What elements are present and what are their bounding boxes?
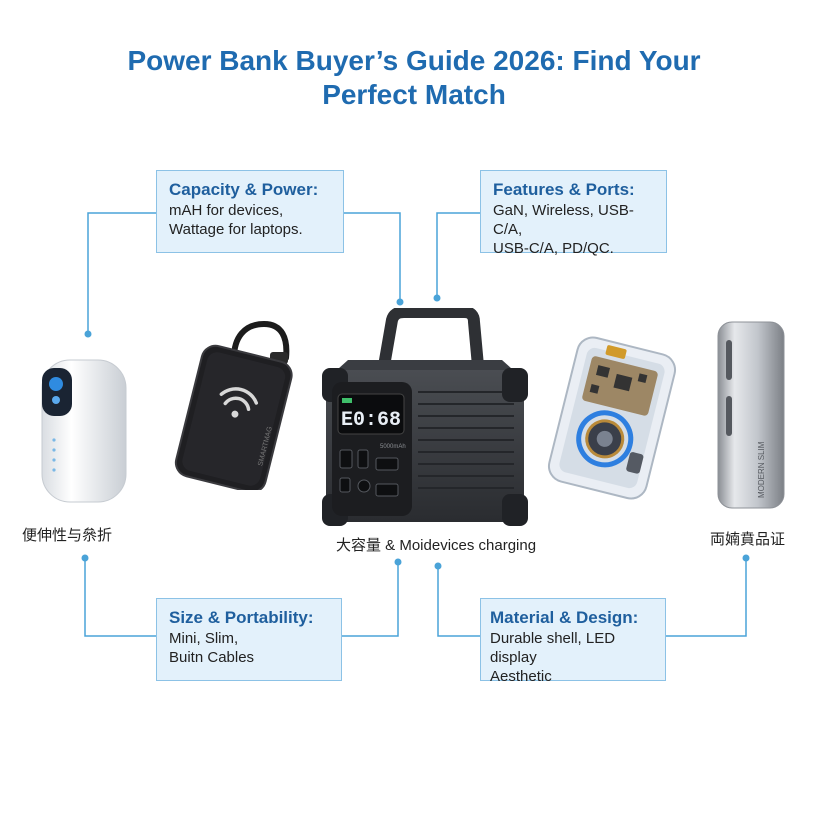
connector-dot bbox=[433, 294, 441, 302]
box-heading: Size & Portability: bbox=[169, 608, 314, 627]
slim-bank-text: MODERN SLIM bbox=[757, 441, 766, 498]
box-line: GaN, Wireless, USB-C/A, bbox=[493, 202, 634, 238]
caption-center: 大容量 & Moidevices charging bbox=[336, 537, 537, 554]
connector-features-center bbox=[436, 212, 484, 298]
box-line: Durable shell, LED display bbox=[490, 630, 616, 666]
connector-capacity-center bbox=[344, 212, 401, 302]
box-line: Aesthetic bbox=[490, 668, 552, 685]
capacity-power-box: Capacity & Power: mAH for devices, Watta… bbox=[156, 170, 344, 253]
material-design-box: Material & Design: Durable shell, LED di… bbox=[480, 598, 666, 685]
transparent-power-bank-icon bbox=[547, 336, 677, 500]
power-station-icon: E0:68 5000mAh bbox=[322, 308, 528, 526]
box-line: mAH for devices, bbox=[169, 202, 284, 219]
connector-dot bbox=[84, 330, 92, 338]
box-line: Wattage for laptops. bbox=[169, 221, 303, 238]
page-title: Power Bank Buyer’s Guide 2026: Find Your… bbox=[60, 44, 768, 112]
connector-dot bbox=[394, 558, 402, 566]
station-side-label: 5000mAh bbox=[380, 444, 406, 450]
wireless-power-bank-icon: SMARTMAG bbox=[174, 320, 293, 490]
connector-dot bbox=[742, 554, 750, 562]
connector-size-center bbox=[341, 562, 399, 637]
connector-dot bbox=[81, 554, 89, 562]
box-heading: Material & Design: bbox=[490, 608, 639, 627]
caption-right: 両婻賁品证 bbox=[710, 531, 786, 548]
title-line-2: Perfect Match bbox=[322, 79, 506, 110]
title-line-1: Power Bank Buyer’s Guide 2026: Find Your bbox=[127, 45, 701, 76]
connector-capacity-left bbox=[87, 212, 157, 334]
connector-material-right bbox=[665, 558, 747, 637]
box-heading: Capacity & Power: bbox=[169, 180, 319, 199]
box-heading: Features & Ports: bbox=[493, 180, 635, 199]
station-display-text: E0:68 bbox=[341, 409, 401, 432]
box-line: USB-C/A, PD/QC. bbox=[493, 240, 614, 257]
features-ports-box: Features & Ports: GaN, Wireless, USB-C/A… bbox=[480, 170, 667, 257]
connector-size-left bbox=[84, 558, 157, 637]
slim-power-bank-icon: MODERN SLIM bbox=[717, 321, 785, 509]
caption-left: 便伸性与㕘折 bbox=[22, 527, 113, 544]
size-portability-box: Size & Portability: Mini, Slim, Buitn Ca… bbox=[156, 598, 342, 681]
mini-power-bank-icon bbox=[41, 359, 127, 503]
box-line: Mini, Slim, bbox=[169, 630, 239, 647]
connector-material-center bbox=[437, 566, 482, 637]
connector-dot bbox=[434, 562, 442, 570]
box-line: Buitn Cables bbox=[169, 649, 255, 666]
connector-dot bbox=[396, 298, 404, 306]
